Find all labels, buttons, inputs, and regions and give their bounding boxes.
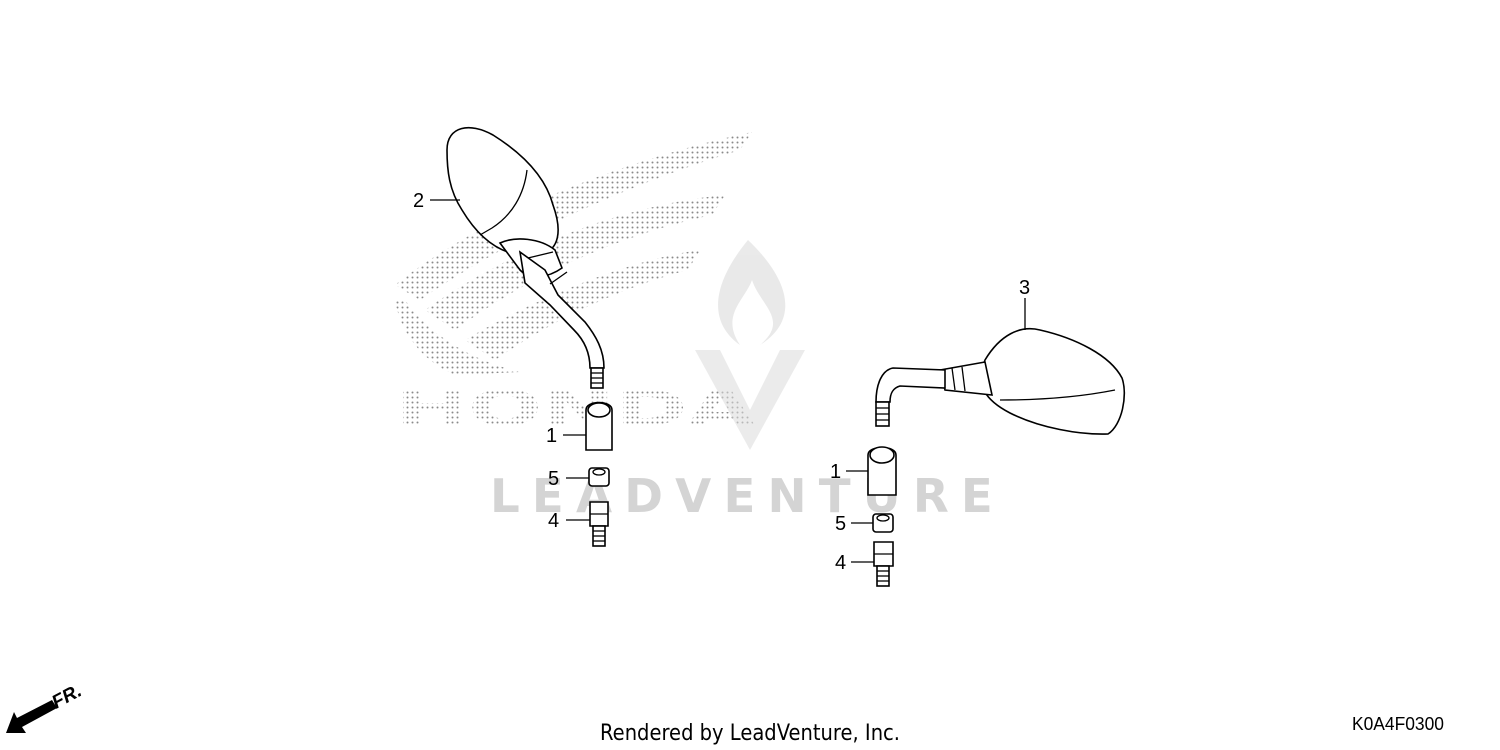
mirror-right-assembly[interactable]	[875, 328, 1126, 435]
mirror-left-assembly[interactable]	[446, 126, 605, 389]
callout-3[interactable]: 3	[1019, 277, 1030, 299]
callout-4-right[interactable]: 4	[835, 552, 846, 574]
adapter-left[interactable]	[585, 401, 613, 451]
callout-5-right[interactable]: 5	[835, 513, 846, 535]
nut-left[interactable]	[588, 467, 610, 487]
nut-right[interactable]	[872, 513, 894, 533]
callout-1-left[interactable]: 1	[546, 425, 557, 447]
honda-wing-logo: HONDA	[395, 132, 755, 437]
callout-4-left[interactable]: 4	[548, 510, 559, 532]
honda-logo-text: HONDA	[395, 381, 755, 437]
bolt-right[interactable]	[873, 541, 894, 587]
callout-2[interactable]: 2	[413, 190, 424, 212]
leadventure-watermark: LEADVENTURE	[490, 469, 1005, 523]
callout-leaders	[430, 199, 1026, 563]
leadventure-flame-icon	[695, 240, 805, 450]
adapter-right[interactable]	[867, 446, 897, 496]
callout-1-right[interactable]: 1	[830, 461, 841, 483]
diagram-code: K0A4F0300	[1352, 714, 1444, 734]
front-arrow-icon	[6, 700, 57, 733]
bolt-left[interactable]	[589, 501, 609, 547]
footer-credit: Rendered by LeadVenture, Inc.	[600, 721, 900, 746]
callout-5-left[interactable]: 5	[548, 468, 559, 490]
